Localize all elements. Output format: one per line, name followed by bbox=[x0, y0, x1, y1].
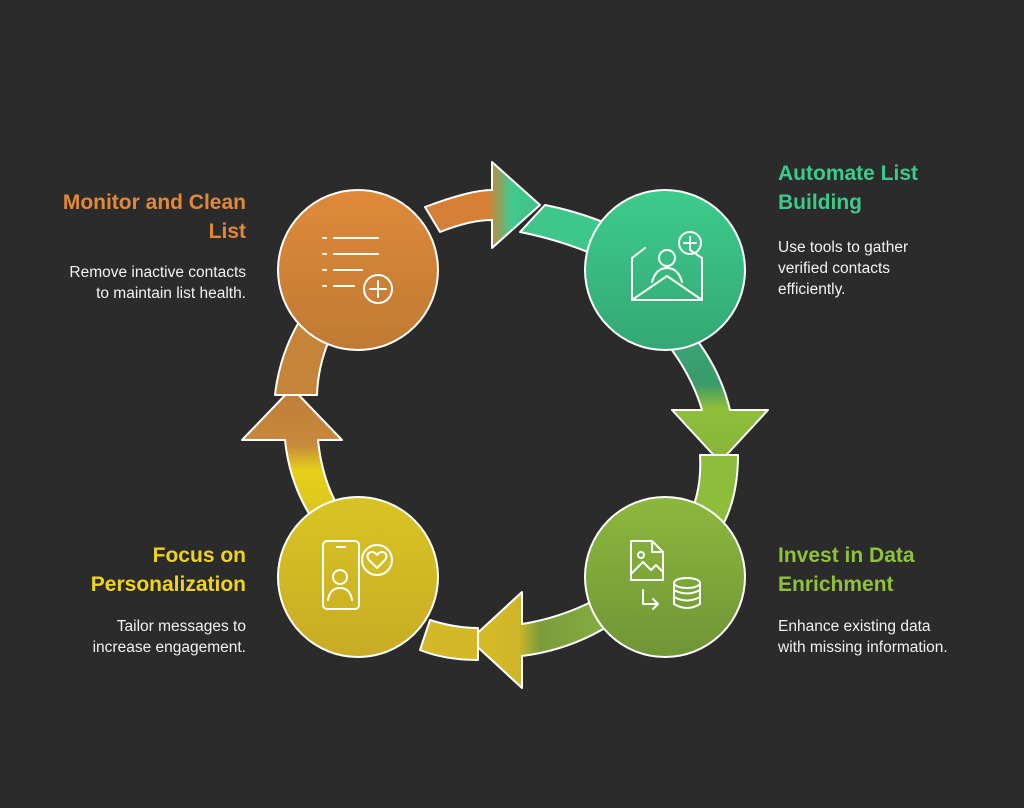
automate-description-line-2: verified contacts bbox=[778, 260, 890, 277]
monitor-title-line-2: List bbox=[208, 220, 246, 243]
monitor-description: Remove inactive contacts to maintain lis… bbox=[69, 262, 246, 304]
automate-description-line-1: Use tools to gather bbox=[778, 239, 909, 256]
personalize-title-line-2: Personalization bbox=[90, 573, 246, 596]
enrich-title: Invest in Data Enrichment bbox=[778, 541, 915, 599]
arrow-top bbox=[424, 161, 611, 256]
node-monitor bbox=[277, 189, 439, 351]
automate-title: Automate List Building bbox=[778, 159, 918, 217]
personalize-description: Tailor messages to increase engagement. bbox=[93, 616, 246, 658]
phone-user-heart-icon bbox=[322, 540, 393, 610]
monitor-title-line-1: Monitor and Clean bbox=[62, 191, 246, 214]
arrow-bottom bbox=[419, 591, 611, 689]
personalize-description-line-1: Tailor messages to bbox=[116, 618, 246, 635]
node-personalize bbox=[277, 496, 439, 658]
monitor-description-line-2: to maintain list health. bbox=[96, 285, 246, 302]
personalize-title: Focus on Personalization bbox=[91, 541, 246, 599]
automate-title-line-1: Automate List bbox=[778, 162, 919, 185]
monitor-title: Monitor and Clean List bbox=[63, 188, 246, 246]
automate-title-line-2: Building bbox=[778, 191, 862, 214]
node-enrich bbox=[584, 496, 746, 658]
envelope-user-add-icon bbox=[631, 231, 703, 301]
enrich-description: Enhance existing data with missing infor… bbox=[778, 616, 948, 658]
node-automate bbox=[584, 189, 746, 351]
enrich-description-line-1: Enhance existing data bbox=[778, 618, 931, 635]
enrich-description-line-2: with missing information. bbox=[778, 639, 948, 656]
enrich-title-line-1: Invest in Data bbox=[778, 544, 915, 567]
personalize-description-line-2: increase engagement. bbox=[92, 639, 246, 656]
automate-description: Use tools to gather verified contacts ef… bbox=[778, 237, 908, 300]
image-to-database-icon bbox=[630, 540, 701, 610]
enrich-title-line-2: Enrichment bbox=[778, 573, 894, 596]
list-add-icon bbox=[322, 237, 393, 304]
monitor-description-line-1: Remove inactive contacts bbox=[69, 264, 246, 281]
automate-description-line-3: efficiently. bbox=[778, 281, 846, 298]
personalize-title-line-1: Focus on bbox=[152, 544, 246, 567]
